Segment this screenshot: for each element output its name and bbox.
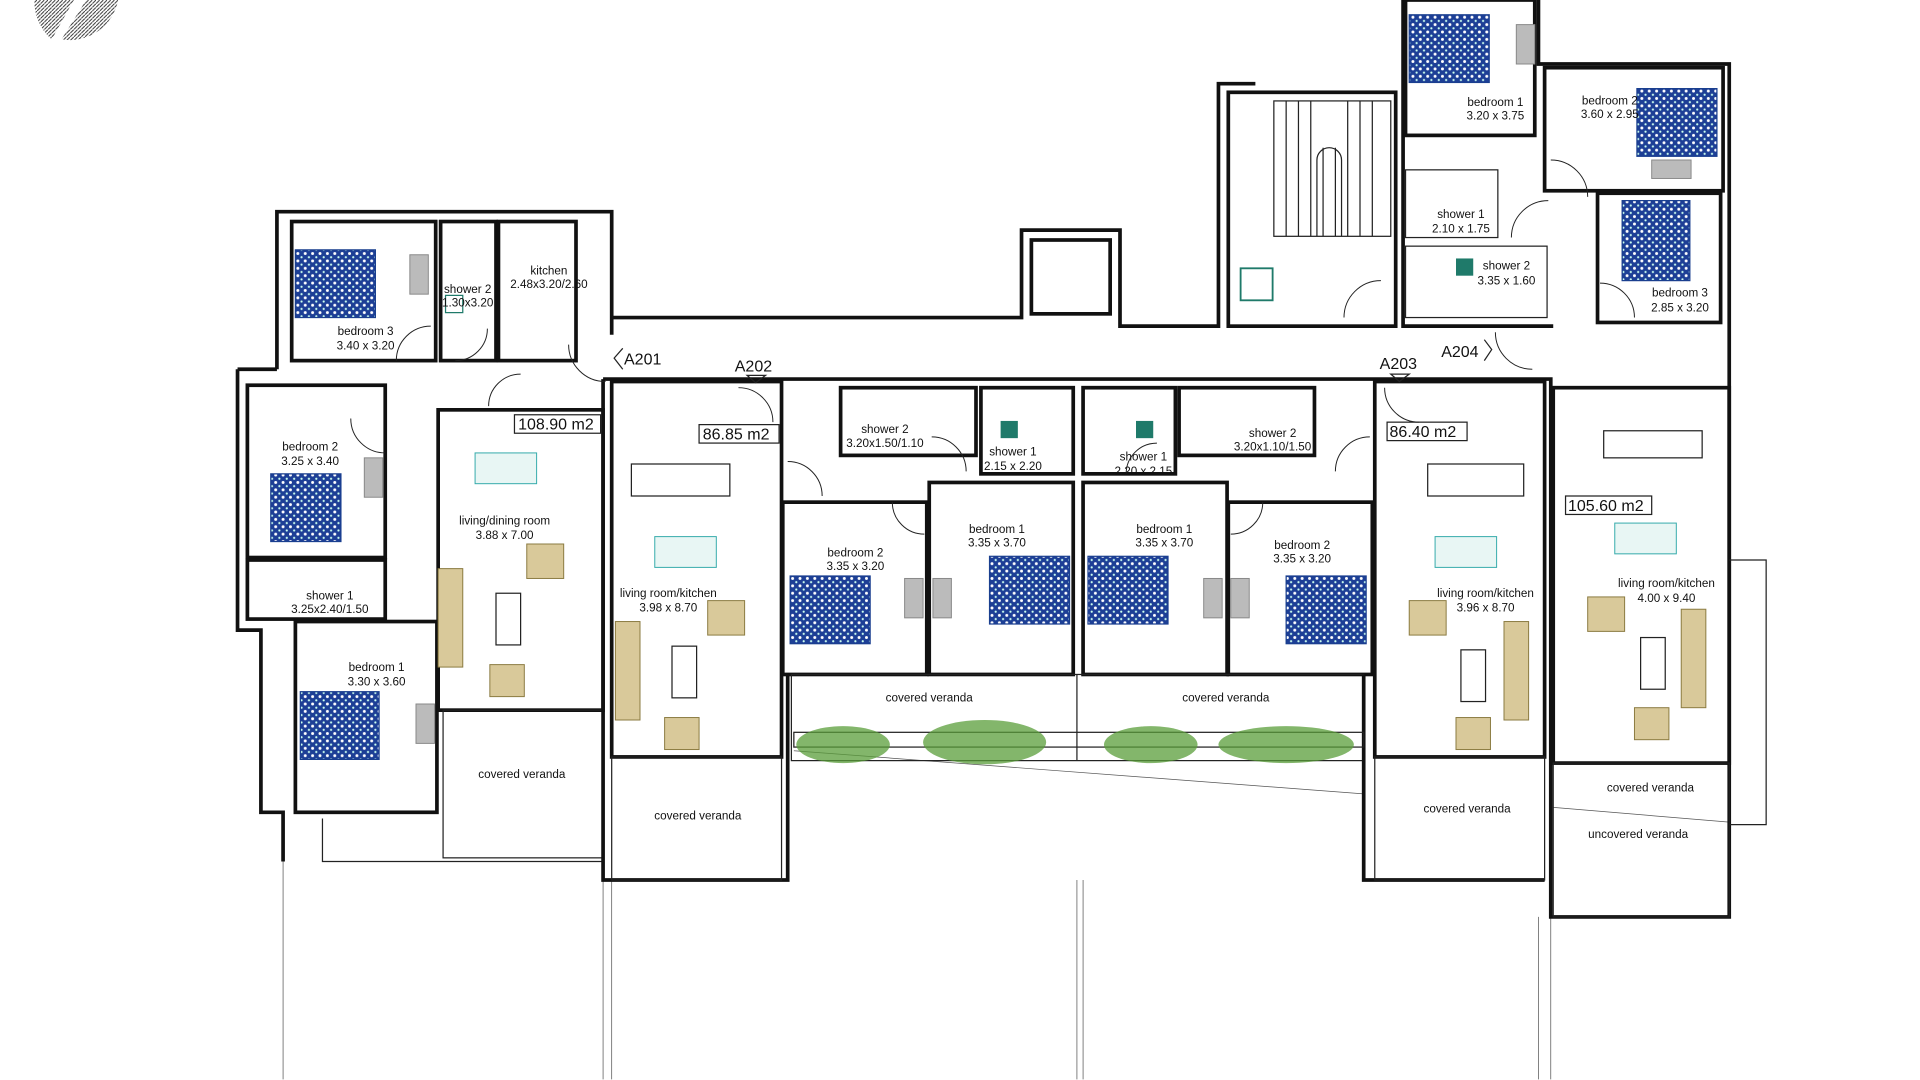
room-name: shower 2: [861, 423, 908, 436]
room-name: living room/kitchen: [1437, 587, 1534, 600]
room-dims: 3.40 x 3.20: [337, 340, 395, 353]
unit-label-a203: A203: [1380, 356, 1417, 373]
room-dims: 3.35 x 1.60: [1478, 274, 1536, 287]
room-dims: 4.00 x 9.40: [1638, 592, 1696, 605]
room-name: covered veranda: [1182, 692, 1270, 705]
room-name: shower 2: [444, 283, 491, 296]
room-name: living room/kitchen: [1618, 577, 1715, 590]
room-name: shower 2: [1483, 260, 1530, 273]
wheelchair-icons: [444, 258, 1474, 439]
room-name: bedroom 2: [1274, 539, 1330, 552]
room-dims: 3.30 x 3.60: [348, 676, 406, 689]
room-name: shower 1: [1437, 208, 1484, 221]
room-name: covered veranda: [1607, 781, 1695, 794]
room-dims: 3.35 x 3.20: [1273, 552, 1331, 565]
area-a201: 108.90 m2: [518, 417, 594, 434]
room-dims: 3.98 x 8.70: [639, 602, 697, 615]
room-name: uncovered veranda: [1588, 828, 1689, 841]
furniture-beds: [270, 14, 1718, 760]
unit-label-a204: A204: [1441, 344, 1478, 361]
room-name: bedroom 2: [1582, 95, 1638, 108]
room-dims: 3.96 x 8.70: [1457, 602, 1515, 615]
area-a204: 105.60 m2: [1568, 498, 1644, 515]
room-name: bedroom 3: [1652, 287, 1708, 300]
room-dims: 2.85 x 3.20: [1651, 301, 1709, 314]
room-name: bedroom 3: [338, 325, 394, 338]
room-name: covered veranda: [478, 768, 566, 781]
room-name: bedroom 1: [1136, 523, 1192, 536]
room-name: shower 2: [1249, 427, 1296, 440]
unit-label-a202: A202: [735, 359, 772, 376]
room-name: bedroom 1: [1467, 96, 1523, 109]
room-labels: bedroom 3 3.40 x 3.20 shower 2 1.30x3.20…: [281, 95, 1715, 842]
room-name: shower 1: [989, 445, 1036, 458]
room-name: kitchen: [530, 264, 567, 277]
room-dims: 1.30x3.20: [442, 296, 494, 309]
room-dims: 3.35 x 3.70: [968, 536, 1026, 549]
walls: [235, 0, 1767, 919]
room-name: bedroom 2: [827, 546, 883, 559]
room-dims: 3.88 x 7.00: [476, 529, 534, 542]
room-dims: 2.48x3.20/2.60: [510, 278, 588, 291]
unit-labels: A201 A202 A203 A204: [613, 339, 1493, 384]
area-badges: 108.90 m2 86.85 m2 86.40 m2 105.60 m2: [513, 414, 1653, 516]
room-dims: 2.20 x 2.15: [1114, 465, 1172, 478]
room-name: living room/kitchen: [620, 587, 717, 600]
room-dims: 3.25x2.40/1.50: [291, 603, 369, 616]
room-name: shower 1: [306, 589, 353, 602]
area-a202: 86.85 m2: [703, 426, 770, 443]
room-dims: 3.20x1.50/1.10: [846, 437, 924, 450]
unit-label-a201: A201: [624, 351, 661, 368]
room-name: living/dining room: [459, 514, 550, 527]
planters: [793, 720, 1365, 765]
room-dims: 3.25 x 3.40: [281, 455, 339, 468]
area-a203: 86.40 m2: [1390, 424, 1457, 441]
room-name: bedroom 1: [349, 661, 405, 674]
site-lines: [282, 750, 1730, 1080]
north-arrow-logo: [34, 0, 119, 41]
room-name: bedroom 1: [969, 523, 1025, 536]
room-dims: 3.35 x 3.70: [1135, 536, 1193, 549]
room-name: covered veranda: [886, 692, 974, 705]
room-name: covered veranda: [1424, 802, 1512, 815]
room-dims: 3.20x1.10/1.50: [1234, 440, 1312, 453]
room-dims: 2.15 x 2.20: [984, 460, 1042, 473]
room-dims: 3.60 x 2.95: [1581, 108, 1639, 121]
room-name: covered veranda: [654, 810, 742, 823]
room-dims: 2.10 x 1.75: [1432, 223, 1490, 236]
room-name: bedroom 2: [282, 440, 338, 453]
room-dims: 3.35 x 3.20: [826, 560, 884, 573]
furniture-living: [437, 452, 1707, 751]
doors: [350, 159, 1635, 535]
room-name: shower 1: [1120, 450, 1167, 463]
room-dims: 3.20 x 3.75: [1466, 109, 1524, 122]
